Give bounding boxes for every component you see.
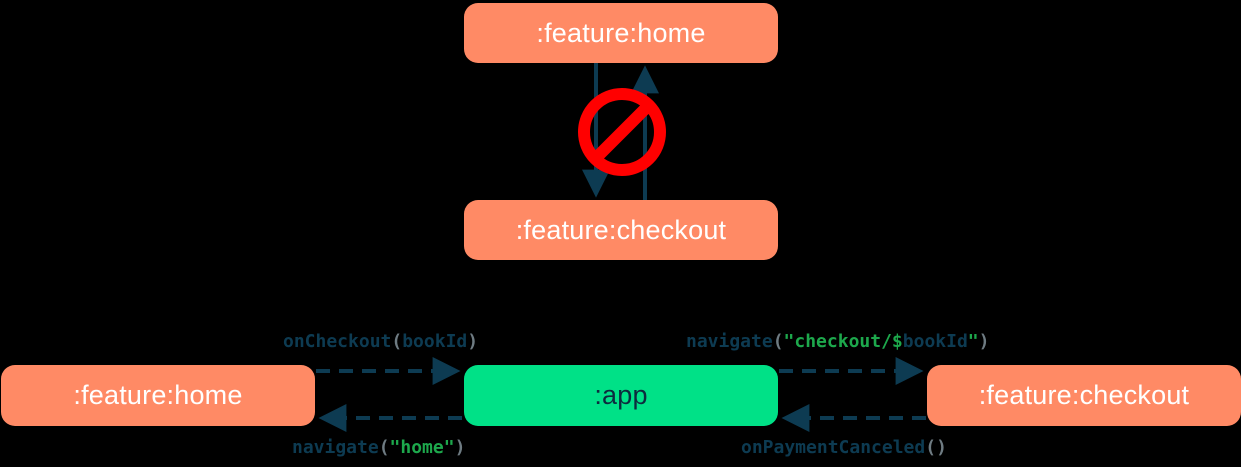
- node-feature-checkout-bottom[interactable]: :feature:checkout: [927, 365, 1241, 426]
- token-paren-open: (: [378, 437, 390, 458]
- edge-label-navigate-home: navigate("home"): [292, 437, 465, 458]
- token-fn: navigate: [292, 437, 379, 458]
- token-paren-close: ): [978, 331, 990, 352]
- token-paren-open: (: [391, 331, 403, 352]
- token-interpolation-sigil: $: [891, 331, 903, 352]
- token-string: "home": [389, 437, 455, 458]
- token-fn: onCheckout: [283, 331, 392, 352]
- edge-label-oncheckout: onCheckout(bookId): [283, 331, 478, 352]
- token-paren-open: (: [925, 437, 937, 458]
- node-feature-home-top[interactable]: :feature:home: [464, 3, 778, 63]
- token-paren-close: ): [454, 437, 466, 458]
- forbidden-icon: [578, 88, 666, 176]
- token-fn: navigate: [686, 331, 773, 352]
- token-paren-close: ): [936, 437, 947, 458]
- token-string-end: ": [967, 331, 979, 352]
- token-var: bookId: [902, 331, 968, 352]
- node-feature-checkout-top[interactable]: :feature:checkout: [464, 200, 778, 260]
- token-paren-close: ): [467, 331, 479, 352]
- edge-label-onpaymentcanceled: onPaymentCanceled(): [741, 437, 947, 458]
- node-feature-home-bottom[interactable]: :feature:home: [1, 365, 315, 426]
- edge-label-navigate-checkout: navigate("checkout/$bookId"): [686, 331, 989, 352]
- token-var: bookId: [402, 331, 468, 352]
- token-fn: onPaymentCanceled: [741, 437, 926, 458]
- token-paren-open: (: [772, 331, 784, 352]
- token-string-start: "checkout/: [783, 331, 892, 352]
- node-app[interactable]: :app: [464, 365, 778, 426]
